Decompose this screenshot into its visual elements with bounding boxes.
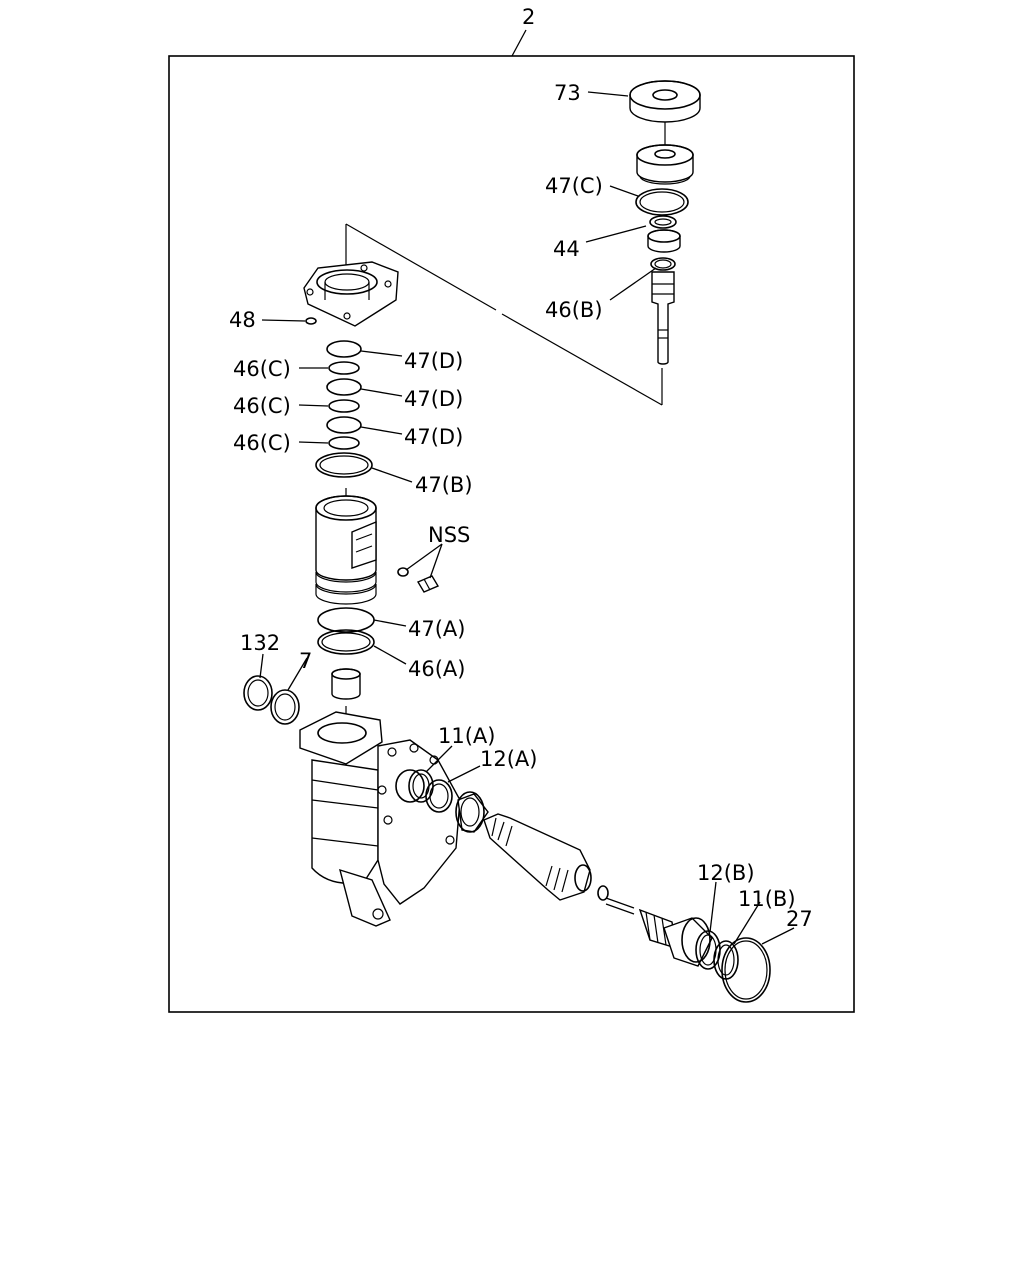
bushing xyxy=(455,791,489,833)
callout-47d-3[interactable]: 47(D) xyxy=(404,425,463,449)
pinion-shaft xyxy=(483,813,592,901)
callout-12a[interactable]: 12(A) xyxy=(480,747,537,771)
pin-part xyxy=(597,885,635,915)
part-7-seal xyxy=(270,689,300,725)
callout-46b[interactable]: 46(B) xyxy=(545,298,603,322)
ring-47a-46a xyxy=(317,607,375,655)
callout-labels: 73 47(C) 44 46(B) 48 46(C) 46(C) 46(C) 4… xyxy=(229,81,813,931)
part-44-seal xyxy=(647,215,681,253)
sleeve-plug xyxy=(331,668,361,700)
assembly-reference-line xyxy=(345,223,663,406)
callout-47d-1[interactable]: 47(D) xyxy=(404,349,463,373)
assembly-label-group: 2 xyxy=(511,5,535,57)
callout-27[interactable]: 27 xyxy=(786,907,813,931)
callout-44[interactable]: 44 xyxy=(553,237,580,261)
nss-washer-and-bolt xyxy=(397,567,440,593)
diagram-frame xyxy=(168,55,855,1013)
callout-7[interactable]: 7 xyxy=(299,649,312,673)
upper-housing-cover xyxy=(303,261,399,327)
part-47c-oring xyxy=(635,188,689,216)
callout-132[interactable]: 132 xyxy=(240,631,280,655)
valve-body xyxy=(315,495,377,605)
callout-12b[interactable]: 12(B) xyxy=(697,861,755,885)
assembly-number[interactable]: 2 xyxy=(522,5,535,29)
part-48-washer xyxy=(305,317,317,325)
valve-spool xyxy=(651,271,675,365)
valve-cap xyxy=(636,144,694,185)
callout-47b[interactable]: 47(B) xyxy=(415,473,473,497)
callout-nss[interactable]: NSS xyxy=(428,523,470,547)
callout-46a[interactable]: 46(A) xyxy=(408,657,465,681)
callout-47c[interactable]: 47(C) xyxy=(545,174,603,198)
part-27-oring xyxy=(721,937,771,1003)
callout-47a[interactable]: 47(A) xyxy=(408,617,465,641)
callout-47d-2[interactable]: 47(D) xyxy=(404,387,463,411)
callout-11b[interactable]: 11(B) xyxy=(738,887,796,911)
leader-lines xyxy=(259,91,795,945)
callout-46c-2[interactable]: 46(C) xyxy=(233,394,291,418)
callout-11a[interactable]: 11(A) xyxy=(438,724,495,748)
part-73-washer xyxy=(629,80,701,123)
callout-46c-3[interactable]: 46(C) xyxy=(233,431,291,455)
gear-housing xyxy=(299,711,461,927)
ring-stack xyxy=(315,340,373,478)
callout-48[interactable]: 48 xyxy=(229,308,256,332)
part-12a-ring xyxy=(425,779,453,813)
part-132-seal xyxy=(243,675,273,711)
callout-73[interactable]: 73 xyxy=(554,81,581,105)
part-46b-oring xyxy=(650,257,676,271)
callout-46c-1[interactable]: 46(C) xyxy=(233,357,291,381)
